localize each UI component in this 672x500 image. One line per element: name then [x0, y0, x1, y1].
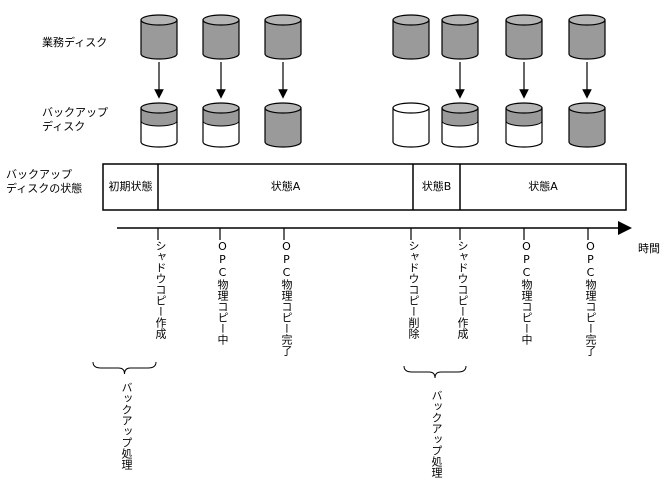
business-disk-cylinder-3 [264, 14, 302, 60]
timeline-arrowhead [618, 221, 632, 235]
event-opc-complete-2: OPC物理コピー完了 [584, 240, 597, 356]
state-a-first: 状態A [270, 180, 301, 193]
event-opc-complete-1: OPC物理コピー完了 [280, 240, 293, 356]
state-b: 状態B [421, 180, 452, 193]
time-label: 時間 [638, 242, 660, 255]
backup-disk-cylinder-5 [441, 102, 479, 148]
business-disk-cylinder-1 [140, 14, 178, 60]
business-disk-cylinder-2 [202, 14, 240, 60]
business-disk-cylinder-4 [392, 14, 430, 60]
event-opc-copying-2: OPC物理コピー中 [520, 240, 533, 345]
event-shadow-copy-delete: シャドウコピー削除 [407, 240, 420, 339]
backup-state-label-line1: バックアップ [6, 168, 72, 181]
business-disk-cylinder-7 [568, 14, 606, 60]
event-shadow-copy-create-2: シャドウコピー作成 [456, 240, 469, 339]
backup-disk-label-line1: バックアップ [42, 106, 108, 119]
state-initial: 初期状態 [108, 180, 153, 193]
event-shadow-copy-create-1: シャドウコピー作成 [154, 240, 167, 339]
business-disk-cylinder-5 [441, 14, 479, 60]
backup-disk-cylinder-2 [202, 102, 240, 148]
backup-state-label-line2: ディスクの状態 [6, 182, 83, 195]
backup-disk-label-line2: ディスク [42, 120, 86, 133]
backup-disk-cylinder-6 [505, 102, 543, 148]
backup-process-label-2: バックアップ処理 [430, 390, 443, 478]
state-box [102, 163, 627, 211]
backup-process-bracket-2 [403, 365, 467, 379]
business-disk-cylinder-6 [505, 14, 543, 60]
event-opc-copying-1: OPC物理コピー中 [216, 240, 229, 345]
backup-disk-cylinder-4 [392, 102, 430, 148]
backup-process-label-1: バックアップ処理 [120, 382, 133, 470]
backup-process-bracket-1 [92, 361, 157, 375]
backup-disk-cylinder-1 [140, 102, 178, 148]
backup-disk-cylinder-3 [264, 102, 302, 148]
business-disk-label: 業務ディスク [42, 36, 108, 49]
state-a-second: 状態A [528, 180, 558, 193]
backup-disk-cylinder-7 [568, 102, 606, 148]
